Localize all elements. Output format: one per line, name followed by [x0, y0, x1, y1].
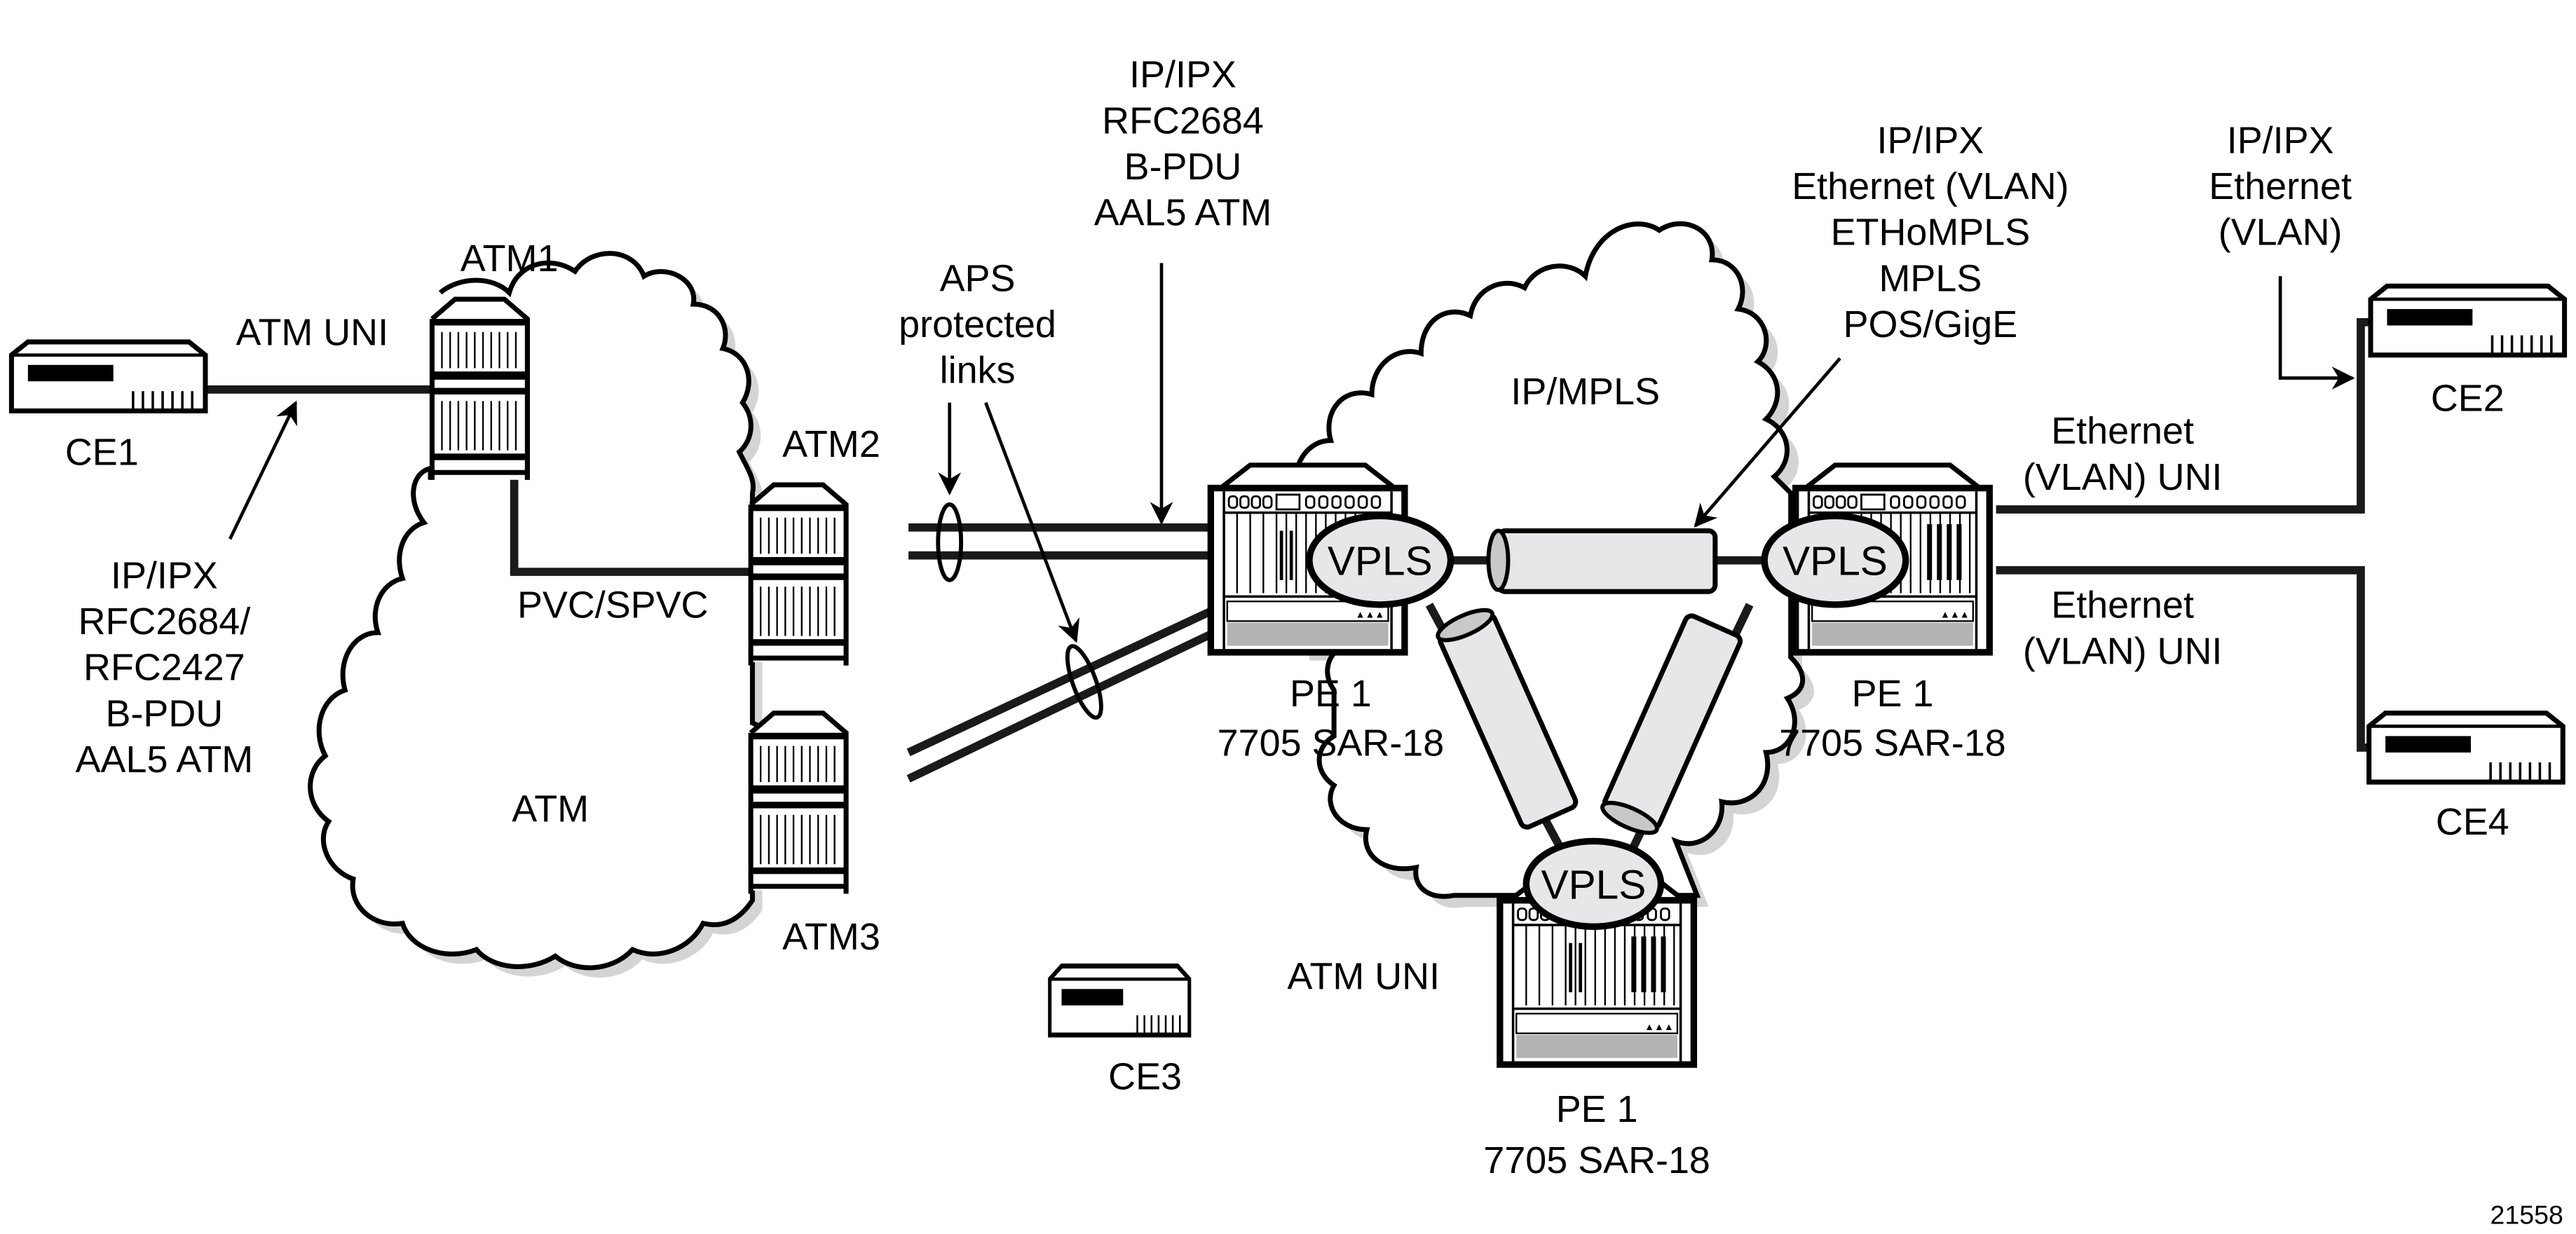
svg-text:IP/IPX: IP/IPX [2227, 119, 2334, 161]
ip-mpls-cloud-label: IP/MPLS [1511, 371, 1660, 413]
link-atm1-atm2[interactable] [510, 479, 751, 576]
svg-text:links: links [940, 350, 1016, 392]
pe-left-model: 7705 SAR-18 [1218, 722, 1445, 765]
svg-text:RFC2427: RFC2427 [83, 647, 245, 689]
atm-cloud: ATM [308, 251, 777, 978]
svg-text:RFC2684: RFC2684 [1102, 100, 1264, 142]
svg-text:IP/IPX: IP/IPX [111, 554, 218, 596]
link-pe-ce2[interactable] [1996, 317, 2373, 514]
ce1-label: CE1 [65, 432, 139, 474]
link-atm3-pe-b[interactable] [906, 630, 1213, 783]
figure-id: 21558 [2490, 1200, 2563, 1230]
svg-text:IP/IPX: IP/IPX [1877, 119, 1984, 161]
tunnel-right-diagonal[interactable] [1599, 613, 1743, 839]
atm2-switch[interactable] [751, 485, 846, 666]
svg-text:IP/IPX: IP/IPX [1129, 54, 1236, 96]
pe-ce4-link-label-1: Ethernet [2051, 584, 2194, 626]
atm-cloud-label: ATM [512, 788, 589, 830]
mpls-protocol-stack: IP/IPX Ethernet (VLAN) ETHoMPLS MPLS POS… [1694, 119, 2069, 528]
svg-text:(VLAN): (VLAN) [2219, 212, 2343, 254]
atm1-atm2-link-label: PVC/SPVC [517, 584, 709, 626]
pe-right-name: PE 1 [1852, 673, 1934, 715]
ce1-device[interactable] [11, 342, 205, 411]
pe-ce4-link-label-2: (VLAN) UNI [2023, 630, 2222, 672]
svg-text:APS: APS [940, 257, 1016, 299]
atm3-label: ATM3 [782, 916, 880, 958]
arrow-icon [984, 402, 1080, 643]
arrow-icon [2278, 276, 2355, 390]
tunnel-horizontal[interactable] [1486, 528, 1718, 594]
vpls-right-label: VPLS [1783, 539, 1888, 584]
pe-right-model: 7705 SAR-18 [1779, 722, 2006, 765]
atm3-switch[interactable] [751, 713, 846, 894]
svg-text:MPLS: MPLS [1879, 257, 1982, 299]
ce4-label: CE4 [2436, 801, 2509, 843]
aps-ring-icon [936, 502, 964, 582]
aps-ring-icon [1065, 644, 1103, 720]
ce3-device[interactable] [1050, 966, 1190, 1035]
atm1-label: ATM1 [461, 238, 559, 280]
atm2-label: ATM2 [782, 423, 880, 465]
svg-text:B-PDU: B-PDU [106, 692, 224, 734]
svg-text:RFC2684/: RFC2684/ [79, 601, 251, 643]
ce3-label: CE3 [1108, 1055, 1182, 1097]
svg-text:ETHoMPLS: ETHoMPLS [1831, 212, 2031, 254]
pe-bottom-model: 7705 SAR-18 [1483, 1139, 1710, 1181]
vpls-left[interactable]: VPLS [1306, 512, 1454, 608]
vpls-bottom[interactable]: VPLS [1522, 837, 1665, 930]
arrow-icon [1694, 357, 1841, 528]
vpls-right[interactable]: VPLS [1761, 512, 1909, 608]
left-protocol-stack: IP/IPX RFC2684/ RFC2427 B-PDU AAL5 ATM [76, 400, 297, 781]
ce3-link-label: ATM UNI [1288, 955, 1440, 997]
pe-ce2-link-label-1: Ethernet [2051, 410, 2194, 452]
svg-text:AAL5 ATM: AAL5 ATM [1094, 192, 1272, 234]
svg-text:protected: protected [899, 303, 1056, 345]
svg-text:POS/GigE: POS/GigE [1844, 303, 2018, 345]
svg-text:Ethernet: Ethernet [2209, 165, 2352, 207]
svg-text:Ethernet (VLAN): Ethernet (VLAN) [1792, 165, 2069, 207]
svg-text:AAL5 ATM: AAL5 ATM [76, 739, 254, 781]
pe-bottom-name: PE 1 [1556, 1088, 1638, 1130]
pe-ce2-link-label-2: (VLAN) UNI [2023, 456, 2222, 498]
ce4-device[interactable] [2369, 713, 2563, 782]
ce2-device[interactable] [2371, 286, 2565, 355]
ce2-label: CE2 [2431, 377, 2505, 419]
aps-annotation: APS protected links [899, 257, 1080, 643]
top-protocol-stack: IP/IPX RFC2684 B-PDU AAL5 ATM [1094, 54, 1272, 526]
pe-left-name: PE 1 [1290, 673, 1372, 715]
ce2-protocol-stack: IP/IPX Ethernet (VLAN) [2209, 119, 2355, 390]
vpls-bottom-label: VPLS [1541, 862, 1647, 907]
atm1-switch[interactable] [432, 299, 527, 480]
tunnel-left-diagonal[interactable] [1434, 604, 1579, 830]
vpls-left-label: VPLS [1328, 539, 1433, 584]
svg-text:B-PDU: B-PDU [1124, 146, 1242, 188]
arrow-icon [229, 400, 297, 540]
pseudowire-tunnels [1425, 528, 1783, 882]
link-atm3-pe-a[interactable] [906, 607, 1213, 757]
ce1-atm1-link-label: ATM UNI [236, 312, 389, 354]
